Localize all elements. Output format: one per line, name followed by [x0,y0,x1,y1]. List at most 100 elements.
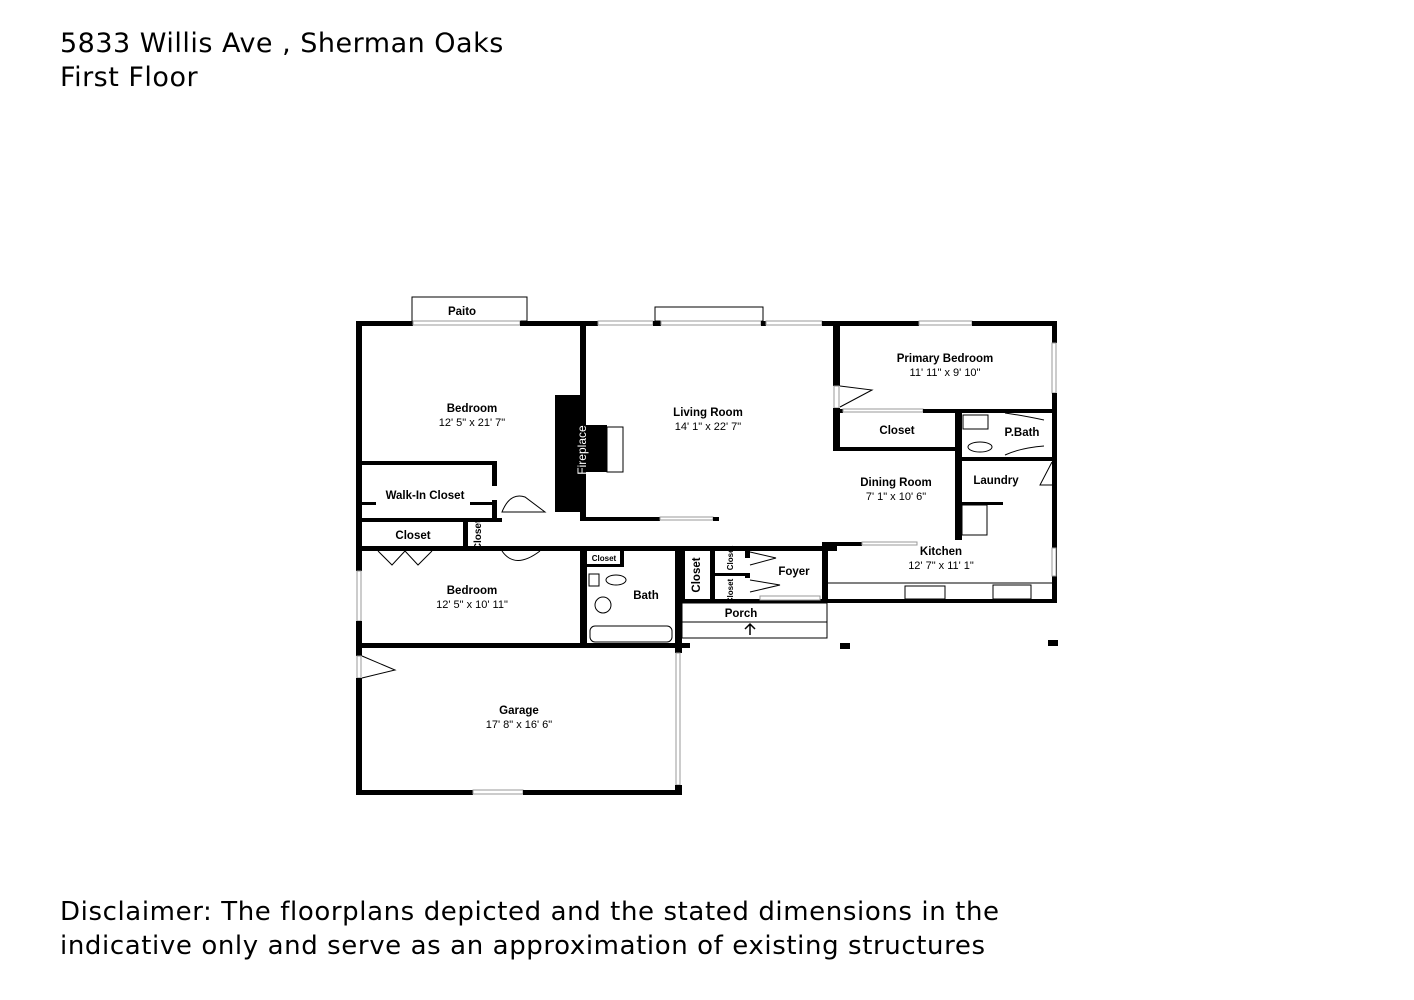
garage-label: Garage [499,705,539,717]
wall [587,564,622,567]
wall [675,548,682,650]
window [412,320,521,326]
wall [356,321,362,571]
wall [497,546,837,551]
patio-label: Paito [448,306,476,318]
kitchen-label: Kitchen [920,546,962,558]
wall [962,457,1052,461]
closet-label: Closet [592,554,617,563]
window [1051,342,1057,394]
wall [362,518,502,522]
wall [580,546,587,646]
wall [675,645,682,653]
window [660,320,762,326]
fireplace-hearth [586,425,607,472]
wall [356,321,413,326]
garage-door [675,652,681,786]
primary-bedroom-dims: 11' 11" x 9' 10" [910,367,981,379]
wall [356,621,362,656]
door-swing [361,655,397,679]
disclaimer-line-2: indicative only and serve as an approxim… [60,931,986,961]
living-room-label: Living Room [673,407,743,419]
door-swing [749,551,781,593]
floor-title: First Floor [60,62,199,93]
wall [962,502,1003,505]
walk-in-closet-label: Walk-In Closet [386,490,465,502]
stove-icon [992,584,1032,600]
wall [710,548,715,603]
wall [713,517,719,521]
wall [523,790,682,795]
door-swing [1039,461,1053,486]
appliance-outline [961,504,988,536]
bay-window [654,306,764,322]
wall [682,599,1057,603]
door [356,655,362,679]
disclaimer-line-1: Disclaimer: The floorplans depicted and … [60,897,1000,927]
wall [822,542,828,603]
closet-label: Closet [473,519,484,550]
fireplace-label: Fireplace [575,425,589,475]
window [472,789,524,795]
window [861,541,918,546]
primary-closet-label: Closet [879,425,914,437]
front-door [759,595,821,601]
window [597,320,654,326]
fireplace [555,395,586,512]
laundry-label: Laundry [973,475,1019,487]
entry-arrow-icon [744,622,756,635]
wall [972,321,1057,326]
door [833,385,840,409]
bath-label: Bath [633,590,659,602]
wall [715,573,750,576]
window [918,320,973,326]
wall [955,409,962,540]
wall [362,461,497,465]
wall [356,678,362,795]
toilet-tank [588,573,600,587]
wall [362,546,497,551]
wall [761,321,766,326]
bathtub-icon [589,625,673,643]
wall [1052,393,1057,603]
window [356,570,362,622]
wall [833,408,840,451]
living-room-dims: 14' 1" x 22' 7" [675,421,742,433]
wall [463,522,468,548]
closet-label: Closet [395,530,430,542]
fireplace-outline [606,426,624,473]
door-swing [839,385,874,408]
wall [492,500,497,522]
closet-label: Closet [726,545,735,570]
wall [520,321,598,326]
primary-bedroom-label: Primary Bedroom [897,353,994,365]
address-title: 5833 Willis Ave , Sherman Oaks [60,28,504,59]
wall [833,409,843,413]
wall [833,321,840,386]
wall [1052,321,1057,343]
door-swing [501,495,547,513]
dining-room-dims: 7' 1" x 10' 6" [866,491,926,503]
door-swing [377,550,541,566]
post [1048,640,1058,646]
wall [923,409,1052,413]
wall [580,517,660,521]
wall [362,502,376,505]
toilet-icon [967,441,993,453]
closet-label: Closet [691,557,703,592]
sink-icon [962,414,989,430]
wall [822,542,862,546]
pbath-label: P.Bath [1005,427,1040,439]
toilet-icon [605,574,627,586]
wall [492,461,497,486]
wall [620,548,624,567]
foyer-label: Foyer [778,566,810,578]
bedroom1-dims: 12' 5" x 21' 7" [439,417,506,429]
porch-label: Porch [725,608,758,620]
post [840,643,850,649]
wall [653,321,661,326]
wall [470,502,492,505]
dining-room-label: Dining Room [860,477,932,489]
kitchen-dims: 12' 7" x 11' 1" [908,560,974,572]
